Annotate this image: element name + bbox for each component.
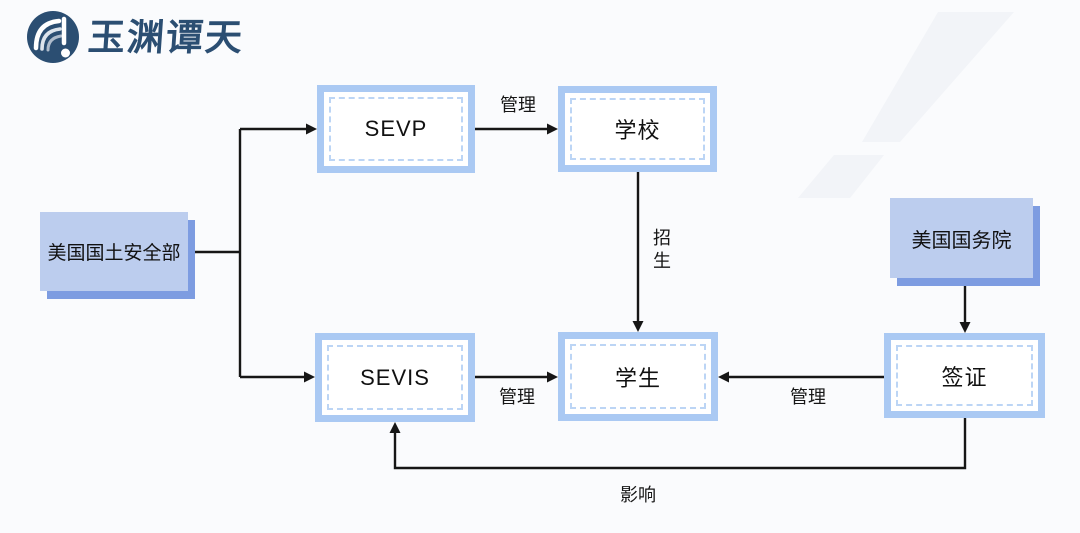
node-dos: 美国国务院 [890,198,1033,278]
node-sevis-label: SEVIS [360,364,430,390]
node-dos-label: 美国国务院 [911,229,1012,252]
brand-logo: 玉渊谭天 [26,10,246,64]
node-school: 学校 [558,86,717,172]
node-sevp-label: SEVP [364,116,428,141]
edge-label-school-student: 招生 [651,228,671,274]
node-sevp: SEVP [317,85,475,173]
node-dhs-label: 美国国土安全部 [47,243,181,264]
node-sevis: SEVIS [315,333,475,422]
edge-label-visa-sevis: 影响 [620,485,656,505]
node-student: 学生 [558,332,718,421]
node-student-label: 学生 [614,365,661,391]
node-visa: 签证 [884,333,1045,418]
yuyuan-tantian-logo-icon [27,11,79,63]
node-visa-label: 签证 [941,364,988,390]
node-dhs: 美国国土安全部 [40,212,188,291]
node-school-label: 学校 [614,118,661,143]
edge-label-sevis-student: 管理 [499,387,535,407]
edge-label-visa-student: 管理 [790,387,826,407]
edge-label-sevp-school: 管理 [500,95,536,115]
